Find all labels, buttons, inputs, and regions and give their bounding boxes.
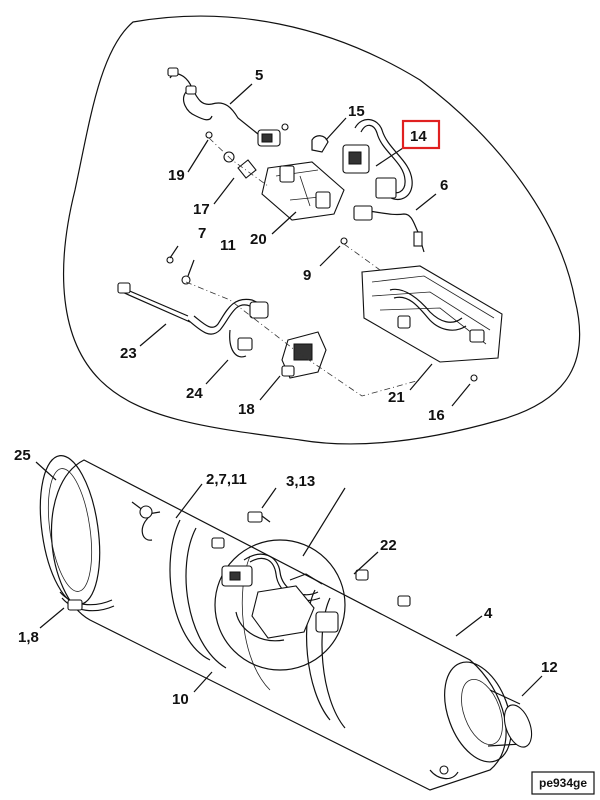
callout-11: 11 xyxy=(220,237,236,254)
balloon-leader-line xyxy=(302,487,346,557)
assembly-centerline xyxy=(185,281,421,397)
callout-21: 21 xyxy=(388,389,405,406)
leader-lines xyxy=(35,83,543,697)
detail-balloon-outline xyxy=(63,15,581,445)
callout-14: 14 xyxy=(410,128,427,145)
callout-2-7-11: 2,7,11 xyxy=(206,471,247,488)
part-hose-24 xyxy=(187,298,269,358)
callout-16: 16 xyxy=(428,407,445,424)
sensor-boss-2-7-11 xyxy=(131,501,161,541)
callout-19: 19 xyxy=(168,167,185,184)
callout-15: 15 xyxy=(348,103,365,120)
callout-4: 4 xyxy=(484,605,493,622)
part-small-fasteners xyxy=(166,131,478,382)
part-sensor-harness-5 xyxy=(167,67,259,135)
callout-22: 22 xyxy=(380,537,397,554)
callout-3-13: 3,13 xyxy=(286,473,315,490)
callout-18: 18 xyxy=(238,401,255,418)
figure-reference-tag: pe934ge xyxy=(531,771,595,795)
figure-reference-code: pe934ge xyxy=(539,776,587,790)
callout-10: 10 xyxy=(172,691,189,708)
callout-highlight-box xyxy=(401,119,441,150)
part-bracket-20 xyxy=(261,161,345,221)
callout-7: 7 xyxy=(198,225,206,242)
callout-12: 12 xyxy=(541,659,558,676)
part-hose-14 xyxy=(342,119,413,201)
callout-5: 5 xyxy=(255,67,263,84)
zoom-circle xyxy=(214,539,346,671)
clamp-1-8 xyxy=(59,591,115,612)
band-clamp-22 xyxy=(211,537,411,607)
callout-6: 6 xyxy=(440,177,448,194)
callout-17: 17 xyxy=(193,201,210,218)
callout-labels: 5 15 14 19 17 6 20 7 11 9 23 24 18 21 16… xyxy=(14,67,558,708)
callout-24: 24 xyxy=(186,385,203,402)
callout-1-8: 1,8 xyxy=(18,629,39,646)
callout-23: 23 xyxy=(120,345,137,362)
part-tube-23 xyxy=(117,282,191,323)
part-connector-cluster xyxy=(257,123,329,153)
part-module-18 xyxy=(281,331,327,379)
callout-20: 20 xyxy=(250,231,267,248)
part-mounting-plate-21 xyxy=(361,265,503,363)
callout-9: 9 xyxy=(303,267,311,284)
assembly-centerline xyxy=(343,243,381,271)
callout-25: 25 xyxy=(14,447,31,464)
assembly-centerline xyxy=(208,137,269,187)
part-sensor-6 xyxy=(353,205,425,253)
fitting-3-13 xyxy=(247,511,271,523)
